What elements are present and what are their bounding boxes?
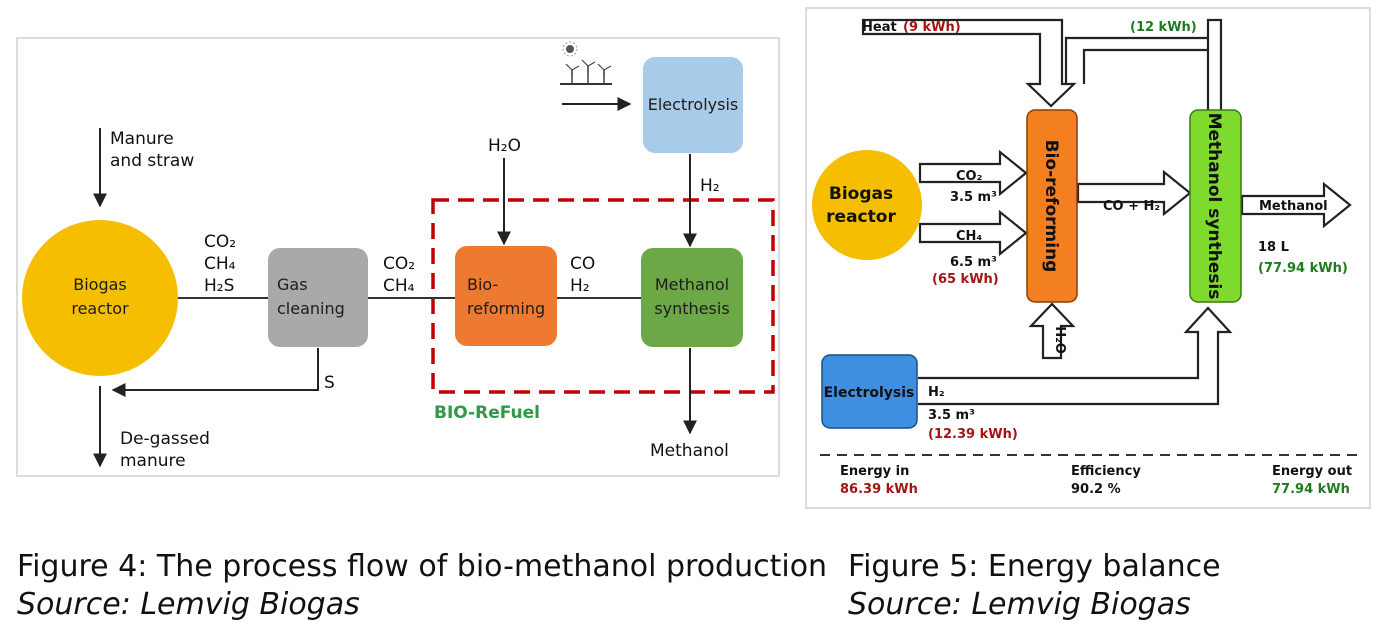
figure-4-title: Figure 4: The process flow of bio-methan… [17,549,828,584]
figure-4-source: Source: Lemvig Biogas [17,587,360,622]
h2o-input-arrow [1028,302,1076,360]
figure-5-diagram: Heat (9 kWh) (12 kWh) Biogas reactor Bio… [805,7,1371,509]
sulfur-label: S [324,373,335,393]
gas-cleaning-label-1: Gas [277,275,308,294]
biogas-reactor-label-1: Biogas [829,184,893,204]
ch4-label: CH₄ [956,229,982,244]
biogas-reactor-circle [812,150,922,260]
h2o-input-label: H₂O [488,136,521,156]
manure-label-1: Manure [110,129,174,149]
methanol-synthesis-label-1: Methanol [655,275,729,294]
electrolysis-label: Electrolysis [824,385,915,401]
biogas-reactor-label-1: Biogas [73,275,127,294]
degassed-label-1: De-gassed [120,429,210,449]
efficiency-label: Efficiency [1071,464,1141,479]
biogas-reactor-label-2: reactor [71,299,129,318]
electrolysis-box [643,57,743,153]
efficiency-value: 90.2 % [1071,482,1121,497]
methanol-synthesis-box [1189,109,1242,303]
methanol-label: Methanol [1259,199,1328,214]
bio-refuel-group [431,198,775,394]
bio-reforming-label-1: Bio- [467,275,498,294]
methanol-output-arrow [1240,181,1352,229]
syngas-label: CO + H₂ [1103,199,1160,214]
heat-output-line-right [1206,18,1223,110]
sulfur-return-arrow [111,348,319,397]
manure-label-2: and straw [110,151,194,171]
methanol-volume: 18 L [1258,240,1289,255]
raw-gas-label-ch4: CH₄ [204,254,236,274]
h2o-label: H₂O [1052,326,1067,354]
co2-volume: 3.5 m³ [950,190,997,205]
gas-cleaning-box [268,248,368,347]
energy-out-label: Energy out [1272,464,1352,479]
heat-out-value: (12 kWh) [1130,20,1197,35]
electrolysis-label: Electrolysis [648,95,739,114]
bio-reforming-label-2: reforming [467,299,545,318]
bio-reforming-box [455,246,557,346]
bio-reforming-label: Bio-reforming [1041,140,1061,273]
electrolysis-box [821,354,918,429]
figure-5-source: Source: Lemvig Biogas [848,587,1191,622]
syngas-label-co: CO [570,254,595,274]
h2-energy: (12.39 kWh) [928,427,1018,442]
energy-in-label: Energy in [840,464,909,479]
syngas-label-h2: H₂ [570,276,590,296]
ch4-energy: (65 kWh) [932,272,999,287]
heat-in-value: (9 kWh) [903,20,961,35]
clean-gas-label-ch4: CH₄ [383,276,415,296]
figure-4-caption: Figure 4: The process flow of bio-methan… [17,548,827,624]
figure-5-title: Figure 5: Energy balance [848,549,1221,584]
h2-flow-arrow [918,306,1233,406]
syngas-flow-arrow [1076,169,1192,217]
energy-in-value: 86.39 kWh [840,482,918,497]
biogas-reactor-circle [22,220,178,376]
h2-input-label: H₂ [700,176,720,196]
heat-return-line [1064,36,1208,84]
ch4-volume: 6.5 m³ [950,255,997,270]
methanol-energy: (77.94 kWh) [1258,261,1348,276]
bio-refuel-label: BIO-ReFuel [434,403,540,423]
energy-out-value: 77.94 kWh [1272,482,1350,497]
raw-gas-label-h2s: H₂S [204,276,234,296]
clean-gas-label-co2: CO₂ [383,254,415,274]
methanol-synthesis-label-2: synthesis [654,299,729,318]
methanol-synthesis-box [641,248,743,347]
raw-gas-label-co2: CO₂ [204,232,236,252]
ch4-flow-arrow [918,209,1028,257]
methanol-synthesis-label: Methanol synthesis [1204,113,1224,300]
co2-flow-arrow [918,149,1028,197]
figure-5-frame [805,7,1371,509]
h2-label: H₂ [928,385,945,400]
sun-and-wind-turbines-icon [560,41,612,85]
degassed-label-2: manure [120,451,186,471]
h2-volume: 3.5 m³ [928,408,975,423]
figure-5-caption: Figure 5: Energy balance Source: Lemvig … [848,548,1221,624]
bio-reforming-box [1026,109,1078,303]
gas-cleaning-label-2: cleaning [277,299,345,318]
biogas-reactor-label-2: reactor [826,207,896,227]
figure-4-diagram: BIO-ReFuel Biogas reactor Gas [16,37,780,477]
methanol-output-label: Methanol [650,441,729,461]
heat-input-arrow [861,18,1077,108]
heat-label: Heat [862,20,897,35]
co2-label: CO₂ [956,169,982,184]
